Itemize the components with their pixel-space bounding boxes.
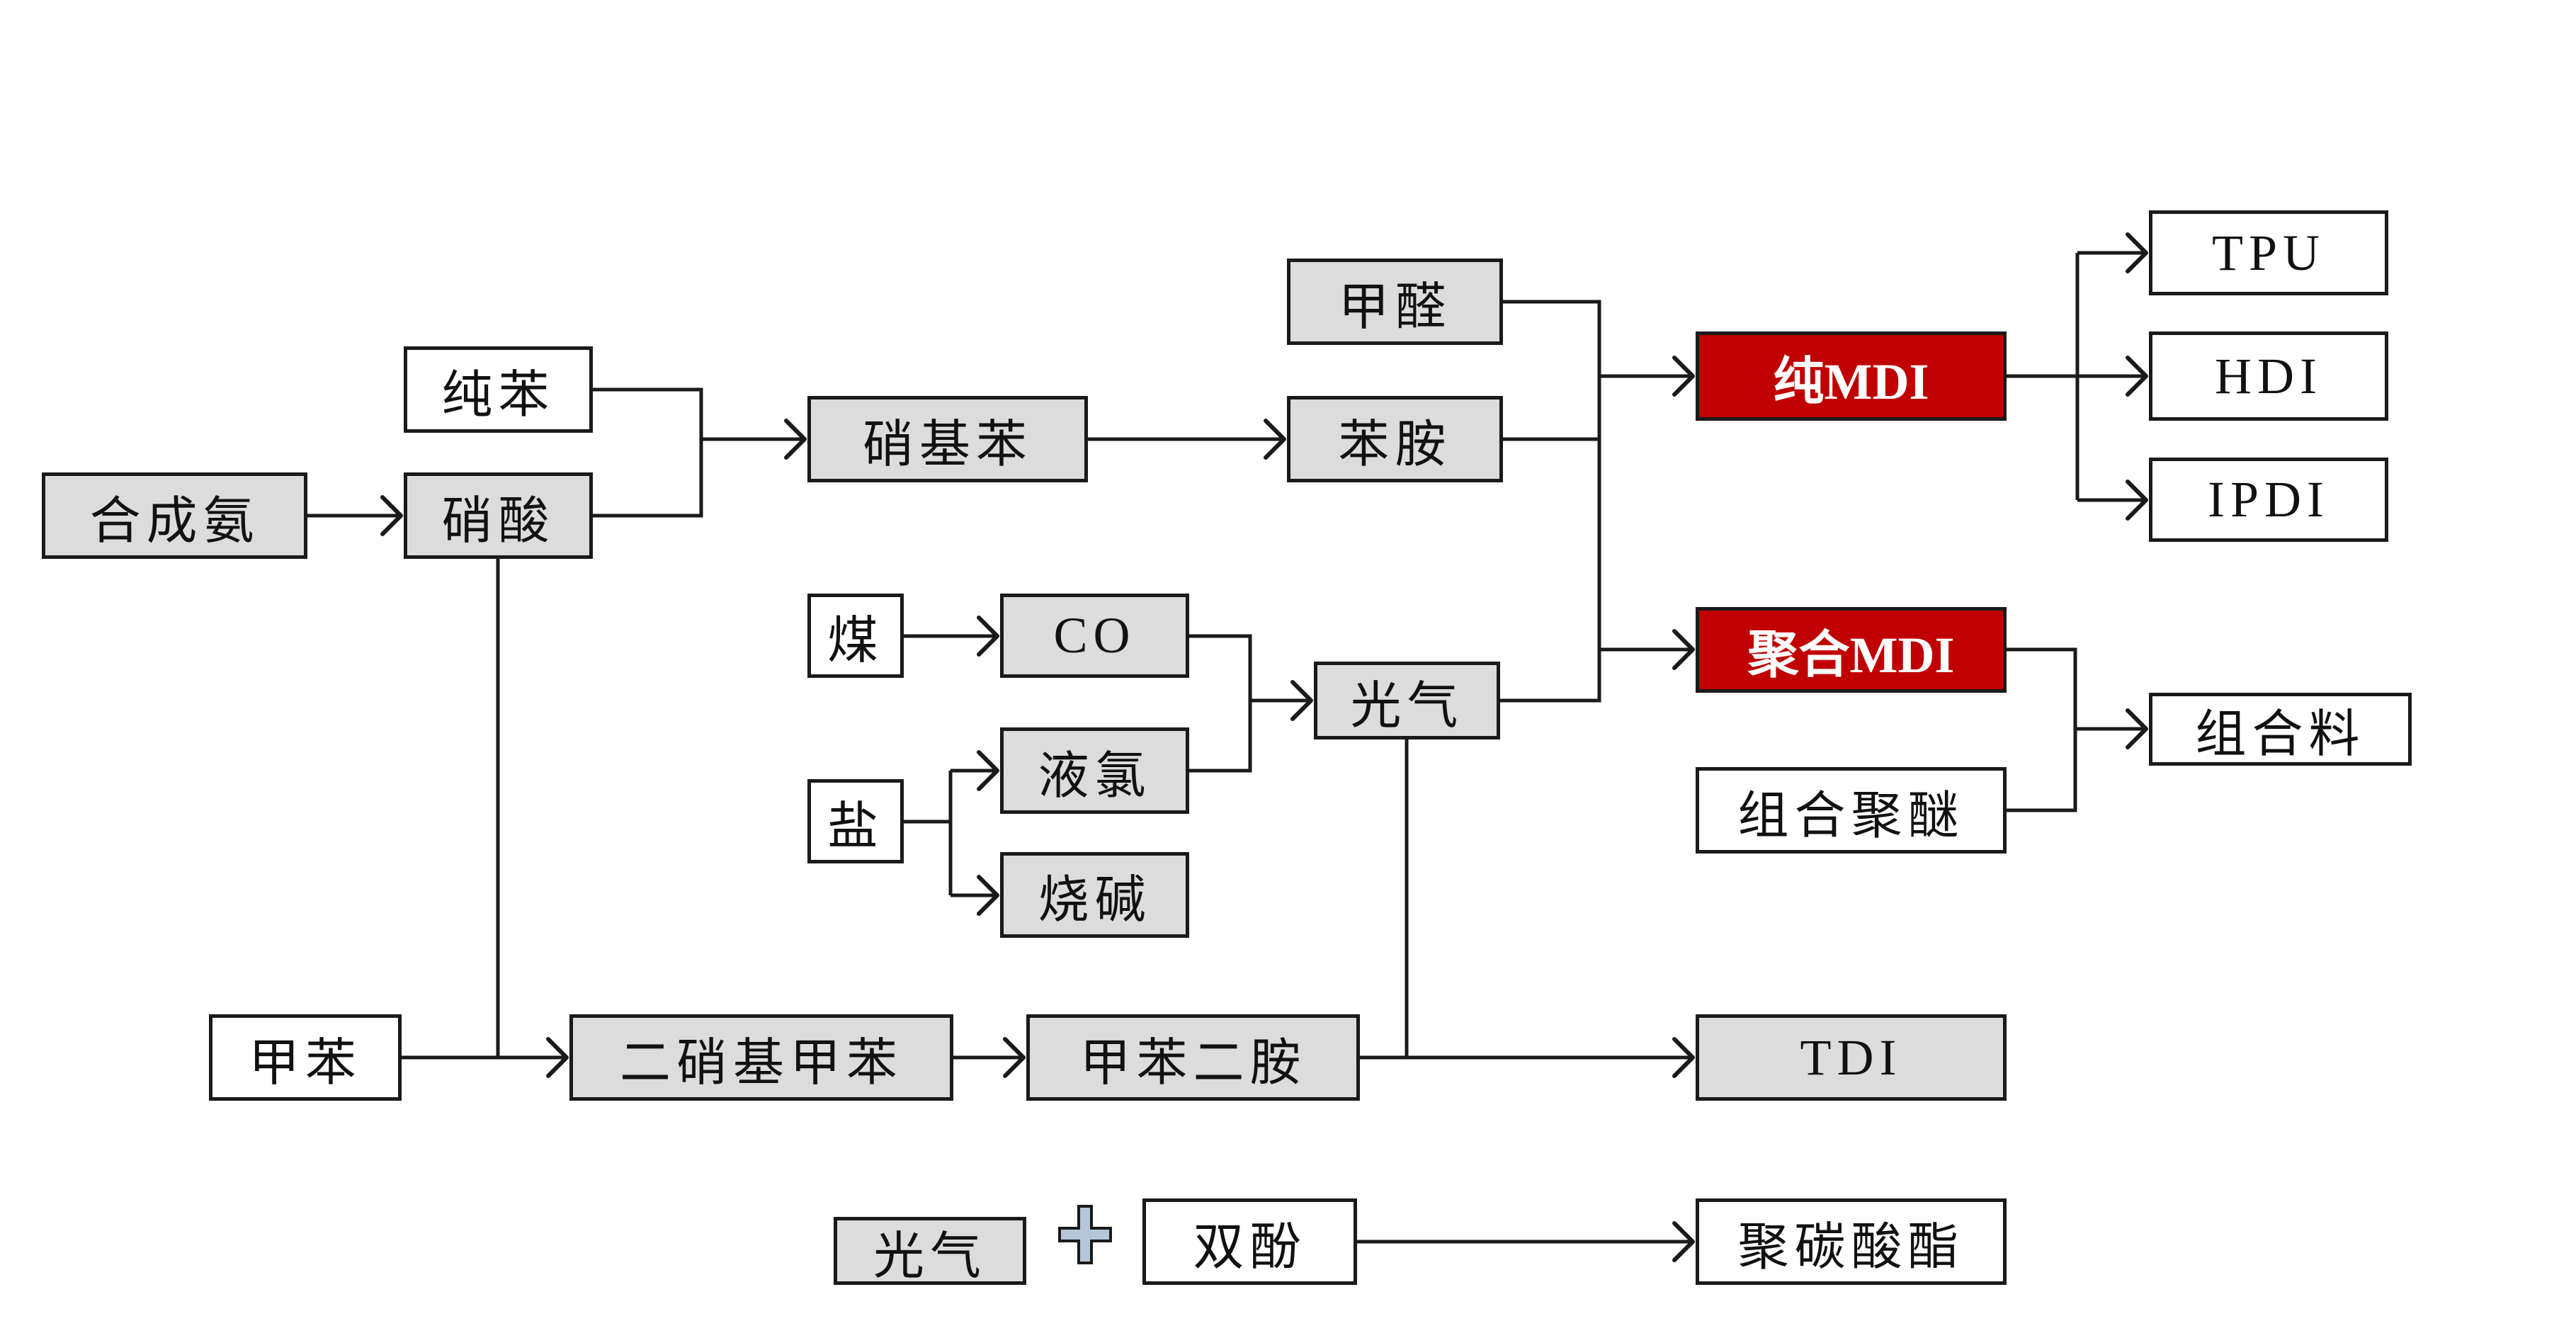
arrow-head bbox=[977, 750, 999, 791]
node-dinitrotoluene: 二硝基甲苯 bbox=[569, 1014, 953, 1101]
arrow-head bbox=[1672, 1037, 1695, 1078]
node-label: 组合料 bbox=[2195, 706, 2366, 763]
node-label: 烧碱 bbox=[1038, 872, 1152, 929]
node-polycarbonate: 聚碳酸酯 bbox=[1696, 1198, 2007, 1285]
edge-phosgene-join bbox=[1189, 634, 1252, 773]
arrow-head bbox=[2126, 480, 2148, 521]
node-label: 纯苯 bbox=[441, 366, 555, 424]
arrow-head bbox=[1672, 629, 1695, 670]
node-label: 甲醛 bbox=[1338, 278, 1452, 336]
node-label: 液氯 bbox=[1038, 747, 1152, 805]
node-nitrobenzene: 硝基苯 bbox=[807, 396, 1088, 482]
arrow-head bbox=[1003, 1037, 1026, 1078]
node-phosgene-2: 光气 bbox=[834, 1217, 1026, 1285]
node-co: CO bbox=[1000, 594, 1189, 678]
node-label: 苯胺 bbox=[1338, 416, 1452, 473]
arrow-head bbox=[2126, 232, 2148, 273]
arrow-head bbox=[977, 616, 999, 657]
arrow-head bbox=[2126, 708, 2148, 749]
node-pure-benzene: 纯苯 bbox=[404, 346, 593, 433]
node-liquid-chlorine: 液氯 bbox=[1000, 727, 1189, 814]
node-label: 甲苯 bbox=[248, 1034, 362, 1092]
arrow-head bbox=[1264, 419, 1286, 460]
node-label: 盐 bbox=[827, 798, 884, 855]
arrow-head bbox=[380, 495, 403, 536]
arrow-head bbox=[2126, 356, 2148, 397]
node-label: 纯MDI bbox=[1773, 353, 1929, 410]
node-hdi: HDI bbox=[2149, 331, 2388, 421]
node-toluene: 甲苯 bbox=[209, 1014, 402, 1101]
node-label: TDI bbox=[1800, 1028, 1902, 1086]
node-tpu: TPU bbox=[2149, 210, 2388, 295]
edge-mdi-bus bbox=[1500, 300, 1601, 703]
node-label: 组合聚醚 bbox=[1737, 787, 1965, 844]
node-polyether-blend: 组合聚醚 bbox=[1696, 767, 2007, 854]
arrow-head bbox=[1290, 680, 1313, 721]
node-aniline: 苯胺 bbox=[1287, 396, 1503, 482]
node-ipdi: IPDI bbox=[2149, 458, 2388, 542]
node-label: 甲苯二胺 bbox=[1079, 1034, 1307, 1092]
node-label: 二硝基甲苯 bbox=[619, 1034, 903, 1092]
arrow-head bbox=[1672, 356, 1695, 397]
node-label: CO bbox=[1053, 607, 1136, 664]
arrow-head bbox=[784, 419, 807, 460]
node-phosgene: 光气 bbox=[1314, 662, 1500, 739]
edge-blend-join bbox=[2007, 647, 2077, 812]
node-label: HDI bbox=[2215, 347, 2322, 404]
node-synthetic-ammonia: 合成氨 bbox=[42, 472, 307, 559]
node-label: 煤 bbox=[827, 613, 884, 669]
node-tdi: TDI bbox=[1696, 1014, 2007, 1101]
node-label: TPU bbox=[2211, 224, 2326, 281]
node-label: 双酚 bbox=[1193, 1218, 1307, 1276]
node-label: 光气 bbox=[1350, 677, 1464, 735]
arrow-head bbox=[1672, 1221, 1695, 1262]
edge-benzene-nitric-join bbox=[593, 387, 703, 518]
node-label: IPDI bbox=[2208, 471, 2330, 528]
node-system-blend: 组合料 bbox=[2149, 693, 2412, 766]
node-bisphenol: 双酚 bbox=[1142, 1198, 1357, 1285]
node-label: 聚碳酸酯 bbox=[1737, 1218, 1965, 1276]
node-salt: 盐 bbox=[807, 779, 904, 863]
node-caustic-soda: 烧碱 bbox=[1000, 852, 1189, 938]
node-label: 聚合MDI bbox=[1747, 627, 1955, 684]
node-nitric-acid: 硝酸 bbox=[404, 472, 593, 559]
node-pure-mdi: 纯MDI bbox=[1696, 331, 2007, 421]
node-coal: 煤 bbox=[807, 594, 904, 678]
node-polymeric-mdi: 聚合MDI bbox=[1696, 607, 2007, 693]
node-label: 光气 bbox=[873, 1228, 987, 1285]
node-toluene-diamine: 甲苯二胺 bbox=[1026, 1014, 1360, 1101]
node-label: 硝基苯 bbox=[862, 416, 1033, 473]
node-formaldehyde: 甲醛 bbox=[1287, 259, 1503, 345]
plus-icon bbox=[1058, 1205, 1112, 1264]
arrow-head bbox=[977, 875, 999, 916]
node-label: 合成氨 bbox=[89, 492, 260, 550]
arrow-head bbox=[546, 1037, 569, 1078]
node-label: 硝酸 bbox=[441, 492, 555, 550]
